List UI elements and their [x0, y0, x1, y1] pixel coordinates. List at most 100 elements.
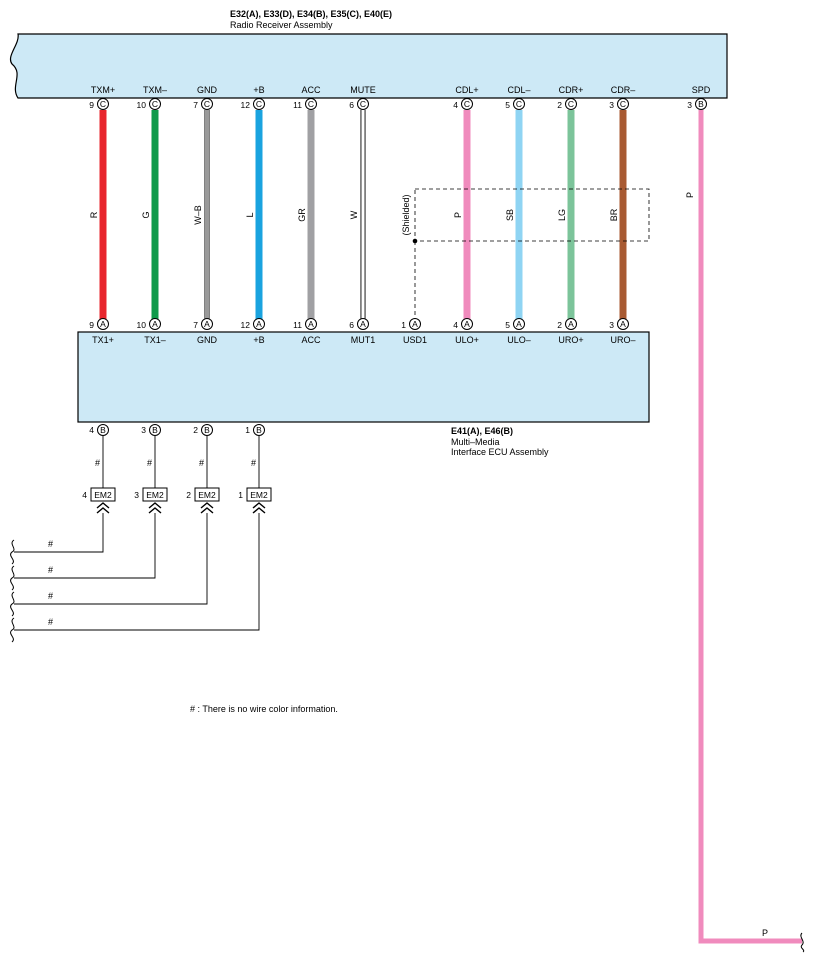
- wire-color-code: W–B: [193, 205, 203, 225]
- ecu-connector-letter: A: [308, 319, 314, 329]
- wire-break-mark: [10, 617, 15, 643]
- radio-pin-number: 9: [89, 100, 94, 110]
- ecu-pin-number: 4: [453, 320, 458, 330]
- ecu-bottom-pin-number: 2: [193, 425, 198, 435]
- radio-pin-label: CDR+: [559, 85, 584, 95]
- ecu-bottom-pin-number: 1: [245, 425, 250, 435]
- ecu-pin-label: USD1: [403, 335, 427, 345]
- ecu-connector-letter: A: [412, 319, 418, 329]
- wire-color-code: G: [141, 211, 151, 218]
- radio-pin-label: ACC: [301, 85, 321, 95]
- radio-pin-label: TXM+: [91, 85, 115, 95]
- ecu-pin-number: 3: [609, 320, 614, 330]
- ecu-name-line2: Interface ECU Assembly: [451, 447, 549, 457]
- wire-mark: #: [199, 458, 204, 468]
- ecu-connector-letter: A: [152, 319, 158, 329]
- shield-box: [414, 188, 650, 242]
- em2-chevron-icon: [148, 507, 162, 514]
- em2-chevron-icon: [252, 507, 266, 514]
- ecu-connector-circle: [201, 318, 213, 330]
- radio-connector-circle: [565, 98, 577, 110]
- radio-connector-circle: [201, 98, 213, 110]
- radio-connector-circle: [513, 98, 525, 110]
- ecu-pin-number: 12: [241, 320, 251, 330]
- radio-connector-circle: [253, 98, 265, 110]
- ecu-pin-label: MUT1: [351, 335, 376, 345]
- ecu-pin-label: ACC: [301, 335, 321, 345]
- radio-pin-label: CDL–: [507, 85, 530, 95]
- ecu-connector-circle: [565, 318, 577, 330]
- radio-connector-circle: [97, 98, 109, 110]
- ecu-pin-label: ULO+: [455, 335, 479, 345]
- ecu-bottom-connector-letter: B: [152, 425, 158, 435]
- ecu-connector-circle: [357, 318, 369, 330]
- ecu-pin-label: +B: [253, 335, 264, 345]
- ecu-bottom-pin-number: 3: [141, 425, 146, 435]
- ecu-connector-letter: A: [464, 319, 470, 329]
- radio-pin-number: 5: [505, 100, 510, 110]
- ecu-pin-number: 10: [137, 320, 147, 330]
- ecu-connector-circle: [97, 318, 109, 330]
- ecu-pin-label: URO+: [558, 335, 583, 345]
- em2-pin-number: 3: [134, 490, 139, 500]
- em2-connector-label: EM2: [198, 490, 216, 500]
- ecu-connector-circle: [461, 318, 473, 330]
- radio-connector-letter: C: [360, 99, 366, 109]
- radio-connector-letter: B: [698, 99, 704, 109]
- wire-mark: #: [48, 591, 53, 601]
- em2-outgoing-wire: [14, 513, 260, 631]
- radio-connector-letter: C: [152, 99, 158, 109]
- wire-break-mark: [10, 565, 15, 591]
- ecu-pin-number: 7: [193, 320, 198, 330]
- ecu-connector-circle: [409, 318, 421, 330]
- em2-outgoing-wire: [14, 513, 156, 579]
- radio-pin-label: +B: [253, 85, 264, 95]
- radio-pin-label: TXM–: [143, 85, 167, 95]
- radio-pin-number: 10: [137, 100, 147, 110]
- wire-mark: #: [95, 458, 100, 468]
- ecu-connector-letter: A: [204, 319, 210, 329]
- ecu-connector-circle: [253, 318, 265, 330]
- wire-break-mark: [10, 591, 15, 617]
- wire-mark: #: [147, 458, 152, 468]
- footnote: # : There is no wire color information.: [190, 704, 338, 714]
- ecu-bottom-pin-number: 4: [89, 425, 94, 435]
- ecu-bottom-connector-circle: [253, 424, 265, 436]
- radio-pin-label: CDL+: [455, 85, 478, 95]
- em2-chevron-icon: [200, 502, 214, 509]
- ecu-connector-circle: [617, 318, 629, 330]
- ecu-connector-circle: [513, 318, 525, 330]
- radio-connector-circle: [617, 98, 629, 110]
- ecu-pin-label: TX1+: [92, 335, 114, 345]
- radio-connector-letter: C: [204, 99, 210, 109]
- radio-connector-circle: [149, 98, 161, 110]
- ecu-bottom-connector-circle: [149, 424, 161, 436]
- spd-wire-end-label: P: [762, 928, 768, 938]
- wire-break-mark: [10, 539, 15, 565]
- ecu-pin-number: 9: [89, 320, 94, 330]
- radio-pin-label: SPD: [692, 85, 711, 95]
- ecu-connector-letter: A: [516, 319, 522, 329]
- ecu-connector-letter: A: [256, 319, 262, 329]
- ecu-connector-letter: A: [360, 319, 366, 329]
- ecu-pin-number: 5: [505, 320, 510, 330]
- spd-wire-break-mark: [800, 932, 805, 953]
- ecu-bottom-connector-letter: B: [256, 425, 262, 435]
- radio-connector-circle: [695, 98, 707, 110]
- radio-connector-circle: [461, 98, 473, 110]
- ecu-connectors-title: E41(A), E46(B): [451, 426, 513, 436]
- em2-connector-box: [90, 487, 116, 502]
- ecu-connector-letter: A: [568, 319, 574, 329]
- em2-pin-number: 4: [82, 490, 87, 500]
- ecu-box: [77, 331, 650, 423]
- ecu-bottom-connector-letter: B: [100, 425, 106, 435]
- spd-wire-color-code: P: [685, 192, 695, 198]
- wire-mark: #: [48, 539, 53, 549]
- radio-connector-letter: C: [308, 99, 314, 109]
- em2-connector-label: EM2: [146, 490, 164, 500]
- wire-mark: #: [48, 617, 53, 627]
- radio-connector-letter: C: [516, 99, 522, 109]
- em2-chevron-icon: [96, 502, 110, 509]
- radio-pin-number: 7: [193, 100, 198, 110]
